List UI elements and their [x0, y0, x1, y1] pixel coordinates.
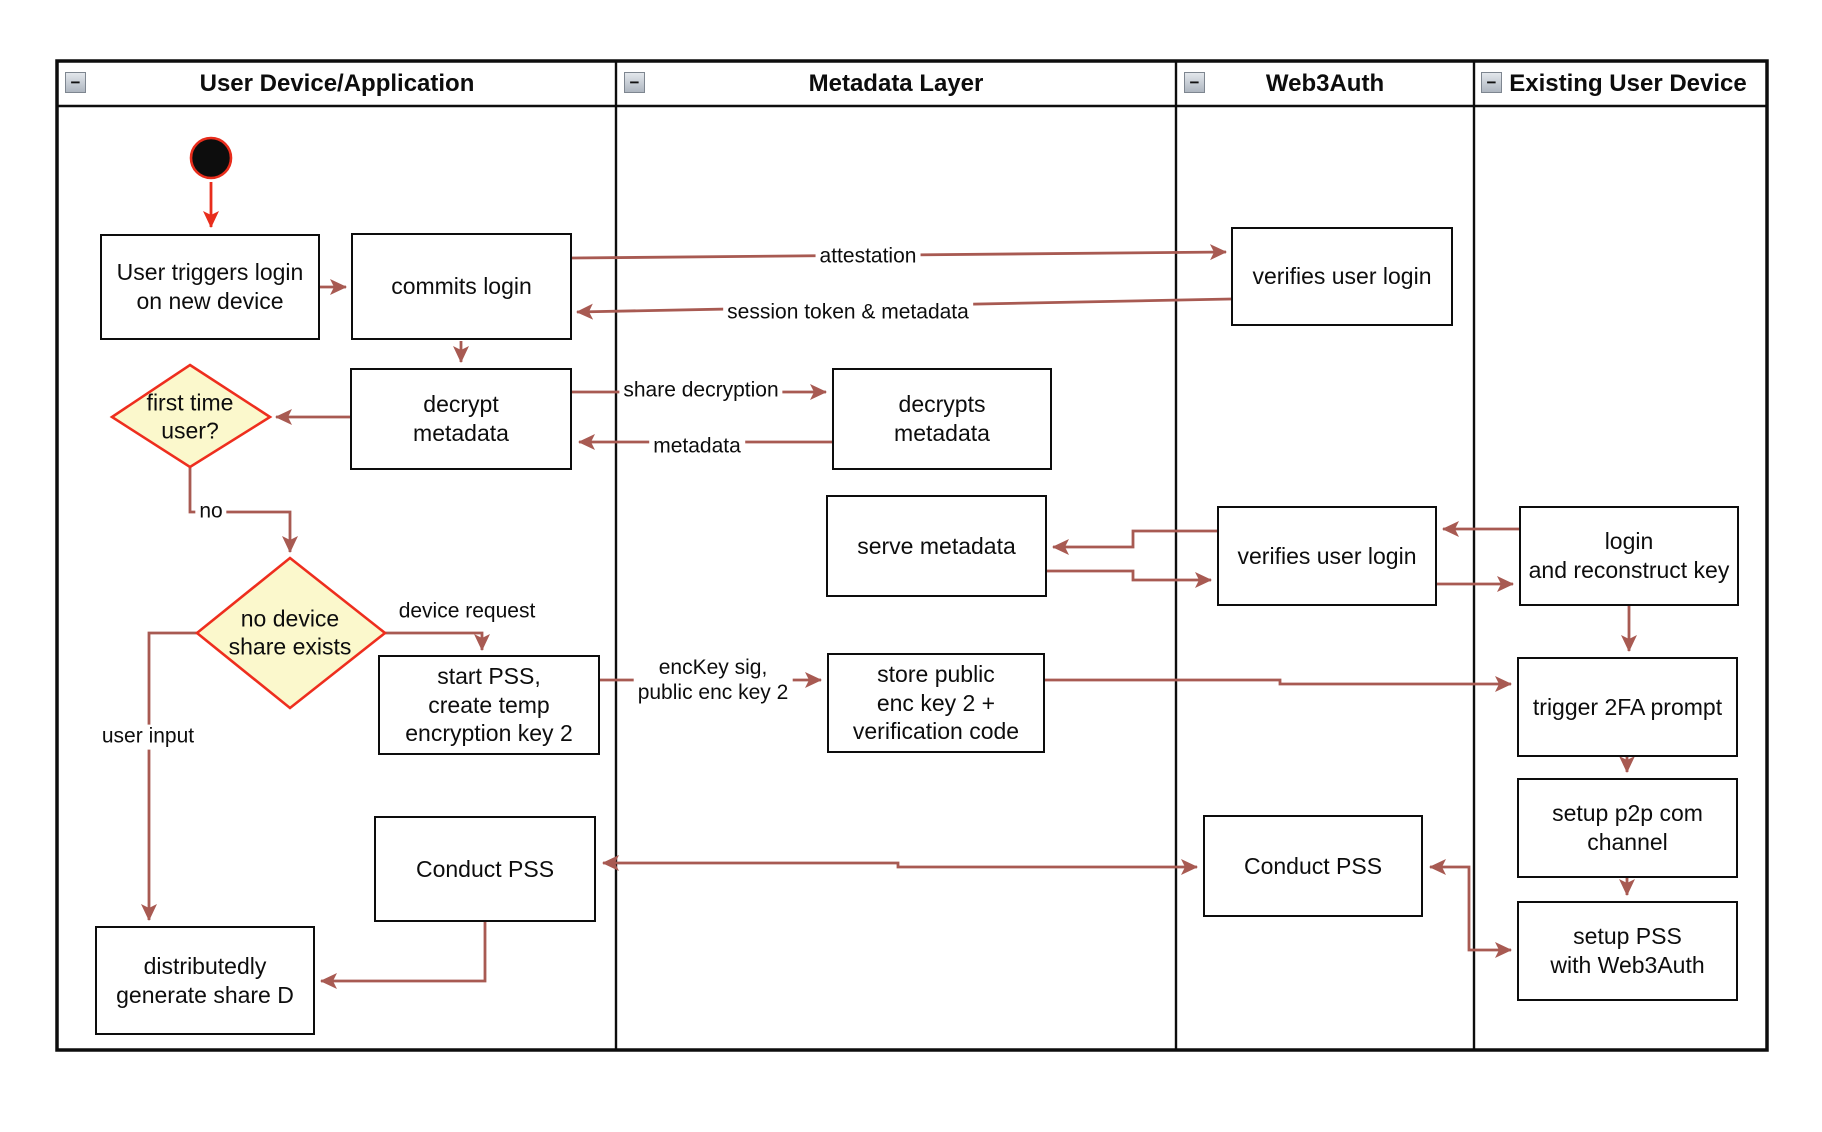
collapse-icon[interactable]: − — [1184, 72, 1205, 93]
edge-store-to-2fa — [1045, 676, 1512, 692]
node-verifies-user-login-top: verifies user login — [1231, 227, 1453, 326]
edge-label-session-token: session token & metadata — [723, 300, 973, 326]
decision-label-first-time: first time user? — [146, 389, 234, 443]
node-conduct-pss-left: Conduct PSS — [374, 816, 596, 922]
lane-header-metadata-layer: Metadata Layer — [808, 70, 984, 97]
edge-label-attestation: attestation — [815, 244, 921, 270]
edge-device-request — [385, 631, 490, 651]
edge-verifies-to-serve — [1052, 529, 1217, 555]
start-node — [189, 136, 233, 180]
node-user-triggers-login: User triggers login on new device — [100, 234, 320, 340]
lane-header-existing-device: Existing User Device — [1509, 70, 1747, 97]
edge-label-enckey-sig: encKey sig, public enc key 2 — [633, 656, 793, 706]
edge-no-path — [188, 467, 298, 553]
node-conduct-pss-right: Conduct PSS — [1203, 815, 1423, 917]
minus-glyph: − — [1486, 73, 1497, 92]
collapse-icon[interactable]: − — [65, 72, 86, 93]
decision-label-no-device-share: no device share exists — [228, 605, 352, 659]
node-decrypts-metadata: decrypts metadata — [832, 368, 1052, 470]
node-generate-share-d: distributedly generate share D — [95, 926, 315, 1035]
node-start-pss: start PSS, create temp encryption key 2 — [378, 655, 600, 755]
lane-header-user-device: User Device/Application — [199, 70, 475, 97]
node-setup-pss-web3auth: setup PSS with Web3Auth — [1517, 901, 1738, 1001]
edge-label-metadata: metadata — [649, 434, 745, 460]
decision-no-device-share — [194, 556, 388, 710]
collapse-icon[interactable]: − — [624, 72, 645, 93]
edge-label-share-decryption: share decryption — [619, 378, 783, 404]
minus-glyph: − — [70, 73, 81, 92]
collapse-icon[interactable]: − — [1481, 72, 1502, 93]
minus-glyph: − — [1189, 73, 1200, 92]
node-store-public-enc-key: store public enc key 2 + verification co… — [827, 653, 1045, 753]
edge-label-user-input: user input — [97, 724, 199, 750]
minus-glyph: − — [629, 73, 640, 92]
edge-serve-to-verifies — [1047, 569, 1212, 588]
node-decrypt-metadata: decrypt metadata — [350, 368, 572, 470]
node-commits-login: commits login — [351, 233, 572, 340]
node-verifies-user-login-mid: verifies user login — [1217, 506, 1437, 606]
node-serve-metadata: serve metadata — [826, 495, 1047, 597]
edge-conduct-to-generate — [320, 922, 487, 989]
node-login-reconstruct-key: login and reconstruct key — [1519, 506, 1739, 606]
decision-first-time-user — [109, 363, 273, 469]
lane-header-web3auth: Web3Auth — [1265, 70, 1385, 97]
edge-user-input — [141, 631, 197, 921]
node-trigger-2fa: trigger 2FA prompt — [1517, 657, 1738, 757]
edge-conduct-pss-bidirectional — [602, 855, 1198, 875]
node-setup-p2p: setup p2p com channel — [1517, 778, 1738, 878]
edge-setuppss-conductpss — [1429, 859, 1512, 958]
edge-label-no: no — [195, 499, 227, 525]
edge-label-device-request: device request — [394, 599, 540, 625]
